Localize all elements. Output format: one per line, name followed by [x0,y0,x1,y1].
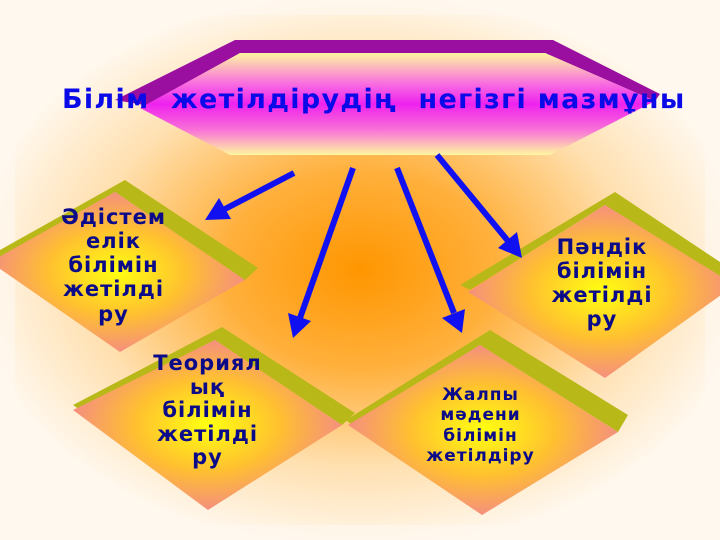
diamond-theoretical [73,327,355,510]
diamond-face [468,205,720,378]
diamond-subject [460,192,720,378]
arrow-to-subject-icon [434,153,522,258]
title-banner [115,40,660,155]
diamond-methodological [0,180,258,352]
arrow-to-theoretical-icon [288,167,356,338]
diamond-face [348,345,618,515]
page-title: Білім жетілдірудің негізгі мазмұны [62,84,686,115]
box-label-methodological: Әдістем елік білімін жетілді ру [60,205,167,326]
banner-face [140,53,655,155]
diamond-shadow [73,327,355,425]
arrow-to-methodological-icon [205,170,296,220]
diamond-shadow [460,192,720,290]
diamond-face [0,192,245,352]
box-label-theoretical: Теориял ық білімін жетілді ру [153,351,262,470]
diamond-shadow [346,330,628,432]
box-label-subject: Пәндік білімін жетілді ру [551,235,653,332]
diamond-face [73,340,342,510]
arrows [205,153,522,338]
box-label-general-cultural: Жалпы мәдени білімін жетілдіру [426,385,535,467]
arrow-to-general-cultural-icon [394,166,465,333]
diamond-general-cultural [346,330,628,515]
